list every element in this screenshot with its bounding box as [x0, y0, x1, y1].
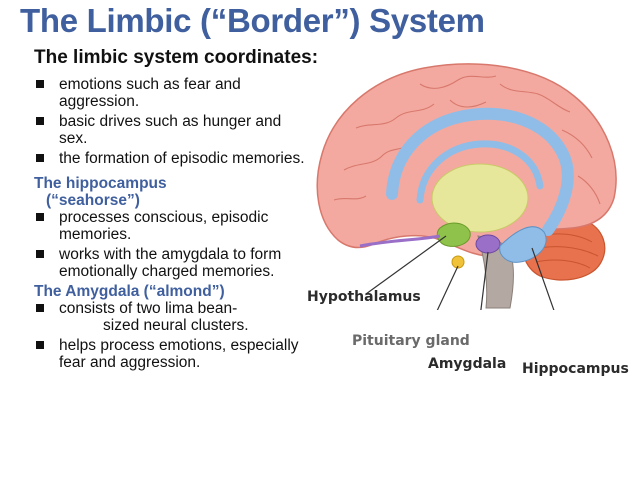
pituitary-gland-label: Pituitary gland — [352, 333, 470, 349]
fornix — [416, 140, 544, 204]
list-item: works with the amygdala to form emotiona… — [34, 246, 312, 280]
bullet-square-icon — [36, 80, 44, 88]
list-item: emotions such as fear and aggression. — [34, 76, 312, 110]
slide-title: The Limbic (“Border”) System — [20, 2, 485, 39]
text-column: emotions such as fear and aggression. ba… — [34, 76, 312, 374]
bullet-square-icon — [36, 213, 44, 221]
olfactory-tract — [359, 234, 441, 248]
pituitary-gland — [451, 255, 465, 269]
hippocampus-list: processes conscious, episodic memories. … — [34, 209, 312, 280]
hippocampus-heading: The hippocampus (“seahorse”) — [34, 175, 167, 209]
amygdala-list: consists of two lima bean-sized neural c… — [34, 300, 312, 371]
bullet-square-icon — [36, 154, 44, 162]
bullet-square-icon — [36, 304, 44, 312]
bullet-square-icon — [36, 341, 44, 349]
amygdala-heading: The Amygdala (“almond”) — [34, 283, 225, 300]
limbic-arc — [386, 107, 574, 236]
hypothalamus — [436, 222, 471, 247]
list-item: processes conscious, episodic memories. — [34, 209, 312, 243]
cortex-gyri — [333, 75, 601, 205]
amygdala-label: Amygdala — [428, 356, 507, 372]
hippocampus-label: Hippocampus — [522, 361, 629, 377]
slide-subtitle: The limbic system coordinates: — [34, 47, 319, 68]
amygdala — [475, 234, 501, 254]
list-item: consists of two lima bean-sized neural c… — [34, 300, 312, 334]
list-item: the formation of episodic memories. — [34, 150, 312, 167]
thalamus — [431, 163, 529, 233]
hypothalamus-label: Hypothalamus — [307, 289, 421, 305]
leader-lines — [365, 235, 555, 310]
bullet-square-icon — [36, 250, 44, 258]
list-item: basic drives such as hunger and sex. — [34, 113, 312, 147]
cerebral-cortex — [316, 63, 617, 257]
list-item: helps process emotions, especially fear … — [34, 337, 312, 371]
coordinates-list: emotions such as fear and aggression. ba… — [34, 76, 312, 167]
brain-illustration — [316, 63, 617, 310]
bullet-square-icon — [36, 117, 44, 125]
